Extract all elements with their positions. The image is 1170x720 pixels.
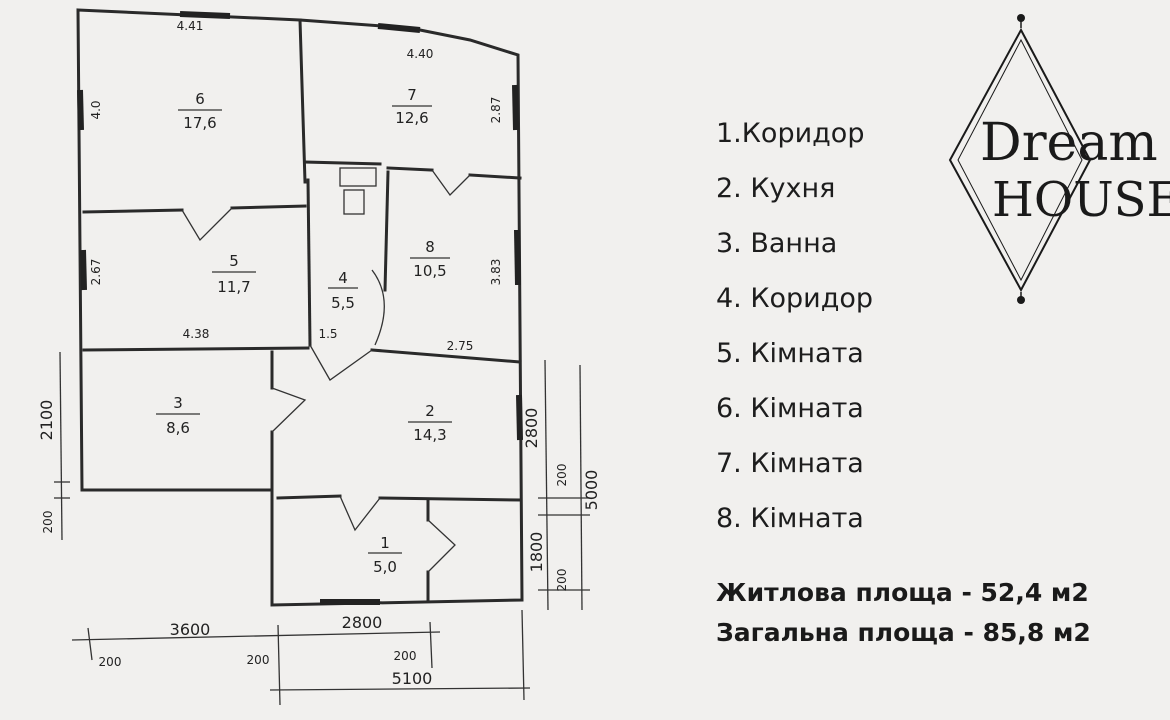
interior-wall [82,346,310,352]
dim-bottom-5100: 5100 [392,669,433,688]
dim-right-200: 200 [555,464,569,487]
svg-text:5,0: 5,0 [373,558,397,576]
svg-text:10,5: 10,5 [413,262,446,280]
window [512,84,519,131]
svg-text:5,5: 5,5 [331,294,355,312]
svg-text:5: 5 [229,252,239,270]
svg-text:HOUSE: HOUSE [992,172,1170,228]
door-swing [271,387,307,433]
interior-wall [276,494,342,500]
legend-item: 2. Кухня [716,173,836,204]
living-area-text: Житлова площа - 52,4 м2 [716,578,1089,607]
exterior-wall [76,8,524,607]
svg-text:6: 6 [195,90,205,108]
room-legend: 1.Коридор 2. Кухня 3. Ванна 4. Коридор 5… [716,112,873,552]
svg-text:3: 3 [173,394,183,412]
total-area-text: Загальна площа - 85,8 м2 [716,618,1091,647]
partition-curve [371,269,385,346]
dim-room8-right: 3.83 [489,259,503,286]
window [516,394,523,441]
window [514,229,521,286]
legend-item: 3. Ванна [716,228,838,259]
dim-line-bottom [71,631,441,641]
svg-text:17,6: 17,6 [183,114,216,132]
dim-bottom-200-b: 200 [247,653,270,667]
dim-room7-right: 2.87 [489,97,503,124]
dim-line-bottom-5100 [269,687,531,691]
dim-room4-width: 1.5 [318,327,337,341]
dim-line-right [544,359,549,611]
sink-fixture [339,167,377,187]
interior-wall [386,166,434,172]
svg-text:14,3: 14,3 [413,426,446,444]
window [179,11,231,19]
dim-left-200: 200 [41,511,55,534]
dim-right-5000-visible: 5000 [582,470,601,511]
dim-line-left [59,351,63,541]
legend-item: 1.Коридор [716,118,865,149]
legend-item: 6. Кімната [716,393,864,424]
boiler-fixture [343,189,365,215]
svg-text:1: 1 [380,534,390,552]
dim-right-lower-200: 200 [555,569,569,592]
svg-text:7: 7 [407,86,417,104]
dim-bottom-3600: 3600 [170,620,211,639]
dim-bottom-200-c: 200 [394,649,417,663]
interior-wall [378,496,522,502]
room-5-label: 5 11,7 [212,252,256,296]
door-swing [427,519,456,573]
legend-item: 7. Кімната [716,448,864,479]
dim-bottom-200-a: 200 [99,655,122,669]
dim-room6-top: 4.41 [177,19,204,33]
svg-text:4: 4 [338,269,348,287]
dim-room5-left: 2.67 [89,259,103,286]
interior-wall [468,173,522,180]
svg-text:2: 2 [425,402,435,420]
dim-room7-top: 4.40 [407,47,434,61]
dim-room8-bottom: 2.75 [447,339,474,353]
dim-bottom-2800: 2800 [342,613,383,632]
dim-room5-bottom: 4.38 [183,327,210,341]
dim-line-right-outer [579,364,583,611]
interior-wall [230,204,307,210]
dim-right-1800: 1800 [527,532,546,573]
dim-right-2800: 2800 [522,408,541,449]
window [77,89,84,131]
room-1-label: 1 5,0 [368,534,402,576]
svg-text:11,7: 11,7 [217,278,250,296]
interior-wall [298,18,307,184]
interior-wall [306,178,312,347]
svg-text:12,6: 12,6 [395,109,428,127]
window [80,249,87,291]
door-swing [339,495,381,532]
interior-wall [303,160,382,166]
floor-plan: 6 17,6 7 12,6 5 11,7 4 5,5 8 10,5 3 8,6 … [37,8,601,706]
legend-item: 8. Кімната [716,503,864,534]
room-3-label: 3 8,6 [156,394,200,437]
room-6-label: 6 17,6 [178,90,222,132]
room-4-label: 4 5,5 [328,269,358,312]
dim-room6-left: 4.0 [89,100,103,119]
room-2-label: 2 14,3 [408,402,452,444]
room-7-label: 7 12,6 [392,86,432,127]
interior-wall [82,208,184,214]
dim-left-2100: 2100 [37,400,56,441]
door-swing [309,344,373,381]
door-swing [181,207,233,242]
interior-wall [370,348,522,364]
room-8-label: 8 10,5 [410,238,450,280]
dream-house-logo: Dream HOUSE [948,14,1170,304]
svg-text:8,6: 8,6 [166,419,190,437]
door-swing [431,169,471,197]
svg-text:8: 8 [425,238,435,256]
interior-wall [383,170,390,292]
legend-item: 5. Кімната [716,338,864,369]
svg-text:Dream: Dream [980,113,1158,173]
window [377,23,421,33]
legend-item: 4. Коридор [716,283,874,314]
